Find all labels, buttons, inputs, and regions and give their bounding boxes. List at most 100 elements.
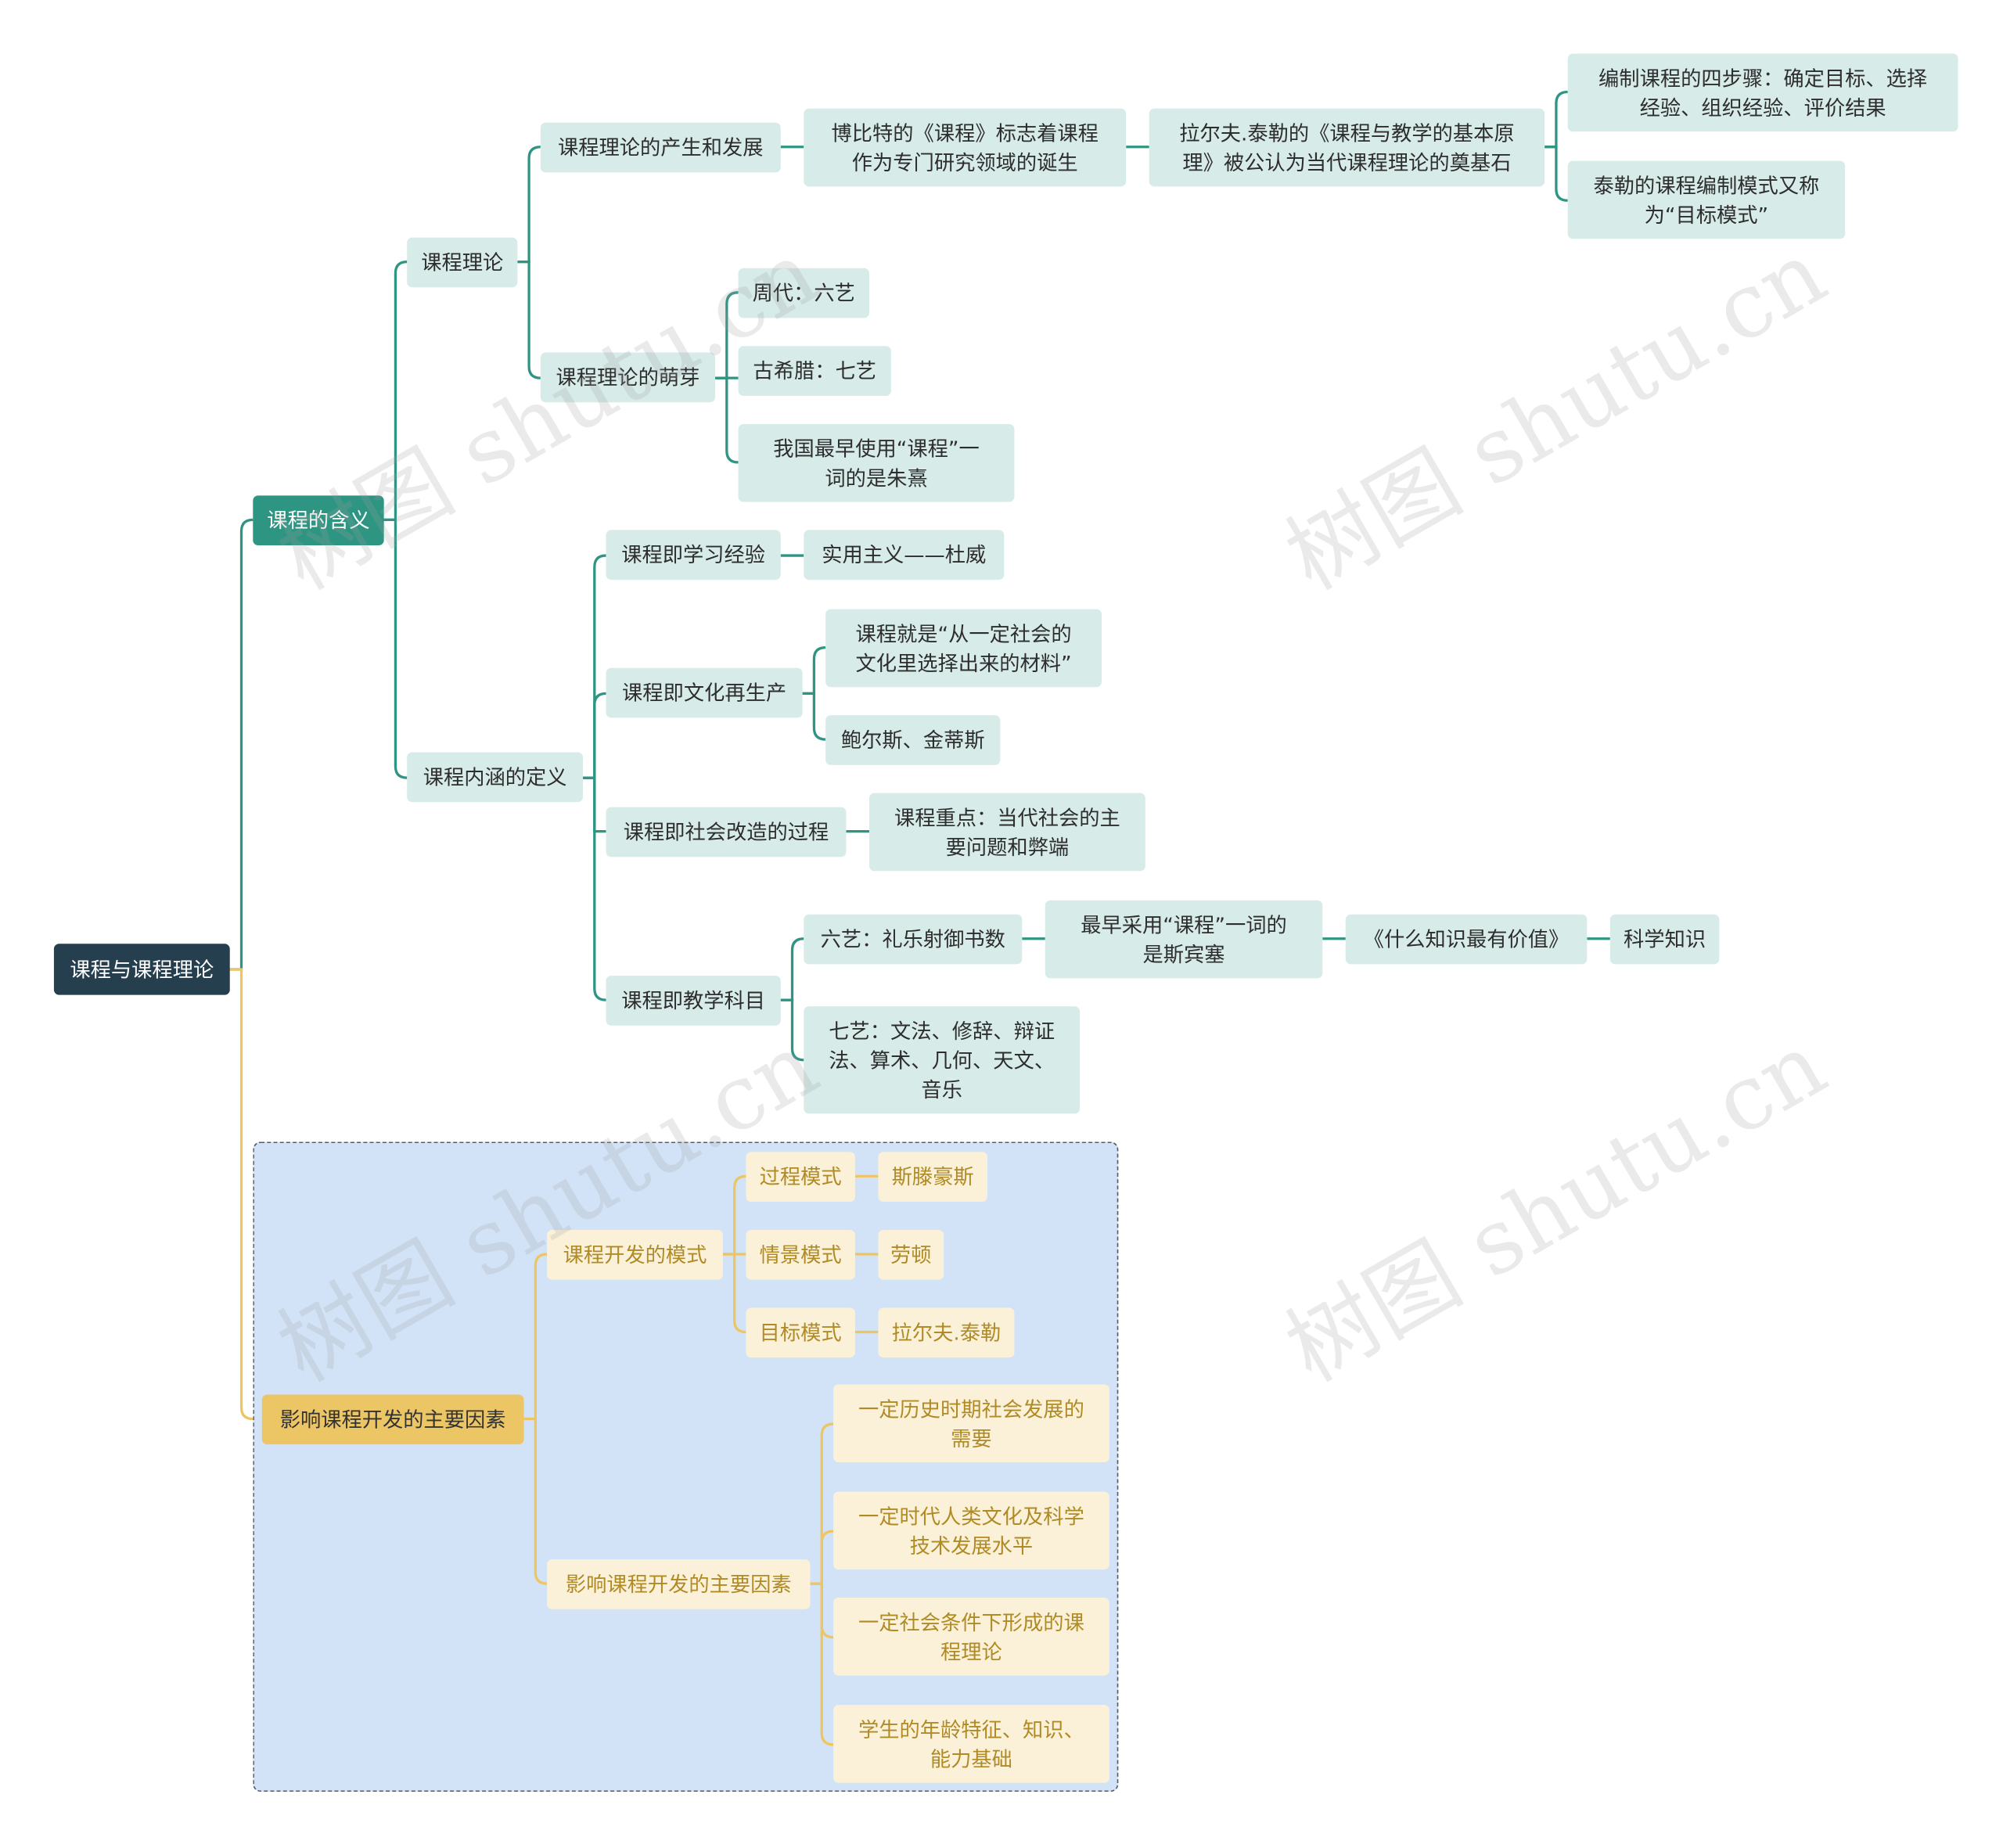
- node-ancient-greece[interactable]: 古希腊：七艺: [738, 346, 891, 397]
- node-course-theory[interactable]: 课程理论: [407, 237, 518, 288]
- node-theory-sprout[interactable]: 课程理论的萌芽: [540, 352, 716, 403]
- branch-development-factors[interactable]: 影响课程开发的主要因素: [261, 1394, 524, 1445]
- node-factor-social-needs[interactable]: 一定历史时期社会发展的 需要: [833, 1384, 1109, 1463]
- node-dewey[interactable]: 实用主义——杜威: [804, 530, 1005, 581]
- node-situational-model-label: 情景模式: [759, 1242, 842, 1267]
- link-cd-exp: [583, 554, 606, 779]
- node-factor-student-traits[interactable]: 学生的年龄特征、知识、 能力基础: [833, 1705, 1109, 1783]
- node-cultural-material-label: 课程就是“从一定社会的 文化里选择出来的材料”: [855, 621, 1072, 675]
- node-spencer[interactable]: 最早采用“课程”一词的 是斯宾塞: [1045, 900, 1323, 979]
- node-bobbitt[interactable]: 博比特的《课程》标志着课程 作为专门研究领域的诞生: [804, 108, 1127, 187]
- node-process-model-label: 过程模式: [759, 1164, 842, 1189]
- node-bobbitt-label: 博比特的《课程》标志着课程 作为专门研究领域的诞生: [831, 120, 1099, 174]
- node-scientific-knowledge-label: 科学知识: [1624, 927, 1706, 952]
- node-spencer-label: 最早采用“课程”一词的 是斯宾塞: [1081, 912, 1287, 966]
- node-cultural-reproduction-label: 课程即文化再生产: [622, 681, 787, 706]
- link-dm-proc: [722, 1174, 746, 1256]
- node-factor-curriculum-theory[interactable]: 一定社会条件下形成的课 程理论: [833, 1598, 1109, 1676]
- link-cult-bowles: [802, 692, 826, 741]
- node-tyler-book-label: 拉尔夫.泰勒的《课程与教学的基本原 理》被公认为当代课程理论的奠基石: [1179, 120, 1515, 174]
- node-teaching-subjects[interactable]: 课程即教学科目: [606, 976, 781, 1026]
- node-dewey-label: 实用主义——杜威: [822, 542, 987, 567]
- node-four-steps[interactable]: 编制课程的四步骤：确定目标、选择 经验、组织经验、评价结果: [1567, 53, 1958, 132]
- link-sprout-zhou: [715, 291, 739, 379]
- node-development-models-label: 课程开发的模式: [563, 1242, 707, 1267]
- node-factor-culture-science[interactable]: 一定时代人类文化及科学 技术发展水平: [833, 1491, 1109, 1570]
- node-goal-model-alias-label: 泰勒的课程编制模式又称 为“目标模式”: [1593, 173, 1820, 227]
- node-stenhouse-label: 斯滕豪斯: [891, 1164, 974, 1189]
- node-lawton[interactable]: 劳顿: [878, 1229, 944, 1280]
- node-zhu-xi-label: 我国最早使用“课程”一 词的是朱熹: [773, 436, 980, 491]
- node-theory-development[interactable]: 课程理论的产生和发展: [540, 122, 781, 173]
- link-inf-f4: [810, 1582, 834, 1746]
- node-social-focus-label: 课程重点：当代社会的主 要问题和弊端: [894, 805, 1120, 859]
- node-learning-experience[interactable]: 课程即学习经验: [606, 530, 781, 581]
- node-situational-model[interactable]: 情景模式: [746, 1229, 855, 1280]
- node-zhou-dynasty[interactable]: 周代：六艺: [738, 268, 869, 318]
- node-course-theory-label: 课程理论: [421, 250, 504, 275]
- link-inf-f1: [810, 1422, 834, 1585]
- node-scientific-knowledge[interactable]: 科学知识: [1609, 914, 1720, 965]
- link-b1-ct: [383, 260, 408, 521]
- node-objective-model-label: 目标模式: [759, 1320, 842, 1345]
- link-inf-f2: [810, 1530, 834, 1585]
- node-social-focus[interactable]: 课程重点：当代社会的主 要问题和弊端: [868, 793, 1145, 872]
- link-subj-seven: [780, 998, 804, 1062]
- node-tyler-book[interactable]: 拉尔夫.泰勒的《课程与教学的基本原 理》被公认为当代课程理论的奠基石: [1149, 108, 1545, 187]
- link-b2-dm: [523, 1253, 548, 1421]
- node-six-arts-label: 六艺：礼乐射御书数: [820, 927, 1005, 952]
- link-dm-goal: [722, 1253, 746, 1334]
- link-tyler-model: [1545, 146, 1568, 202]
- node-seven-arts-label: 七艺：文法、修辞、辩证 法、算术、几何、天文、 音乐: [829, 1018, 1055, 1102]
- link-cd-subj: [583, 776, 606, 1001]
- node-ralph-tyler[interactable]: 拉尔夫.泰勒: [878, 1307, 1015, 1358]
- node-zhu-xi[interactable]: 我国最早使用“课程”一 词的是朱熹: [738, 423, 1015, 502]
- root-label: 课程与课程理论: [70, 957, 214, 982]
- branch-course-meaning[interactable]: 课程的含义: [253, 495, 384, 546]
- link-root-b2: [229, 968, 254, 1421]
- node-ancient-greece-label: 古希腊：七艺: [753, 358, 876, 383]
- node-process-model[interactable]: 过程模式: [746, 1152, 855, 1203]
- node-factor-culture-science-label: 一定时代人类文化及科学 技术发展水平: [858, 1504, 1084, 1558]
- branch-course-meaning-label: 课程的含义: [267, 508, 370, 533]
- node-six-arts[interactable]: 六艺：礼乐射御书数: [804, 914, 1023, 965]
- link-tyler-steps: [1545, 90, 1568, 149]
- node-cultural-material[interactable]: 课程就是“从一定社会的 文化里选择出来的材料”: [825, 609, 1102, 688]
- node-learning-experience-label: 课程即学习经验: [621, 542, 766, 567]
- node-theory-development-label: 课程理论的产生和发展: [557, 135, 764, 160]
- node-ralph-tyler-label: 拉尔夫.泰勒: [891, 1320, 1002, 1345]
- node-zhou-dynasty-label: 周代：六艺: [752, 281, 855, 306]
- link-cult-mat: [802, 645, 826, 695]
- link-b1-cd: [383, 518, 408, 779]
- node-stenhouse[interactable]: 斯滕豪斯: [878, 1152, 987, 1203]
- node-influencing-factors[interactable]: 影响课程开发的主要因素: [547, 1559, 811, 1609]
- node-factor-social-needs-label: 一定历史时期社会发展的 需要: [858, 1396, 1084, 1451]
- link-ct-sprout: [517, 260, 541, 379]
- node-development-models[interactable]: 课程开发的模式: [547, 1229, 723, 1280]
- root-node[interactable]: 课程与课程理论: [53, 944, 230, 995]
- node-knowledge-book[interactable]: 《什么知识最有价值》: [1345, 914, 1588, 965]
- node-goal-model-alias[interactable]: 泰勒的课程编制模式又称 为“目标模式”: [1567, 160, 1846, 239]
- node-bowles-gintis[interactable]: 鲍尔斯、金蒂斯: [825, 715, 1001, 765]
- node-knowledge-book-label: 《什么知识最有价值》: [1363, 927, 1570, 952]
- node-bowles-gintis-label: 鲍尔斯、金蒂斯: [840, 728, 985, 753]
- link-sprout-zhuxi: [715, 376, 739, 464]
- node-lawton-label: 劳顿: [890, 1242, 932, 1267]
- node-social-reconstruction-label: 课程即社会改造的过程: [623, 819, 829, 844]
- node-seven-arts[interactable]: 七艺：文法、修辞、辩证 法、算术、几何、天文、 音乐: [804, 1006, 1081, 1114]
- node-cultural-reproduction[interactable]: 课程即文化再生产: [606, 667, 803, 718]
- link-subj-six: [780, 937, 804, 1001]
- node-social-reconstruction[interactable]: 课程即社会改造的过程: [606, 807, 847, 857]
- link-b2-inf: [523, 1417, 548, 1585]
- node-course-definition-label: 课程内涵的定义: [423, 764, 567, 789]
- node-factor-student-traits-label: 学生的年龄特征、知识、 能力基础: [858, 1717, 1084, 1771]
- node-course-definition[interactable]: 课程内涵的定义: [407, 752, 584, 803]
- node-objective-model[interactable]: 目标模式: [746, 1307, 855, 1358]
- link-root-b1: [229, 518, 254, 971]
- node-theory-sprout-label: 课程理论的萌芽: [556, 365, 700, 390]
- node-factor-curriculum-theory-label: 一定社会条件下形成的课 程理论: [858, 1609, 1084, 1664]
- link-ct-dev: [517, 146, 541, 264]
- link-cd-cult: [583, 692, 606, 779]
